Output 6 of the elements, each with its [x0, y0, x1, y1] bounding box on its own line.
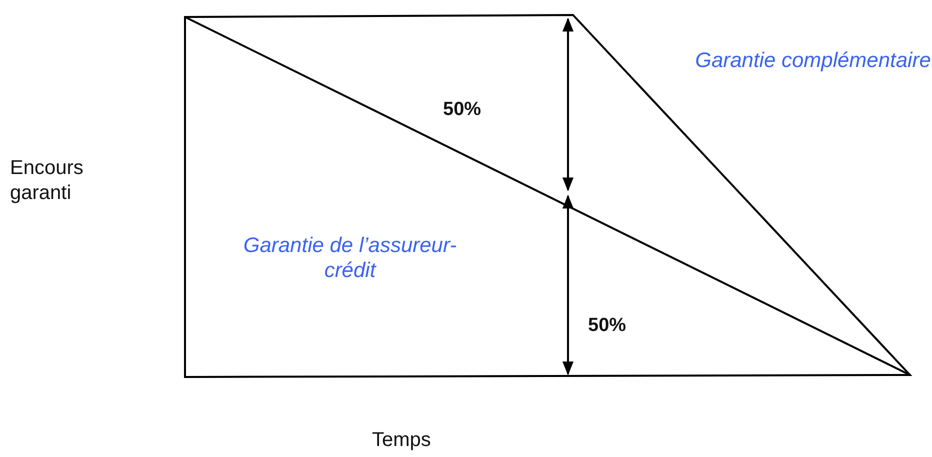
region-label: Garantie de l’assureur-crédit	[242, 233, 458, 283]
axis-label: Encours garanti	[10, 156, 84, 206]
percentage-label: 50%	[443, 98, 482, 122]
region-label: Garantie complémentaire	[694, 48, 932, 73]
axis-label: Temps	[372, 428, 432, 453]
percentage-label: 50%	[588, 314, 628, 338]
